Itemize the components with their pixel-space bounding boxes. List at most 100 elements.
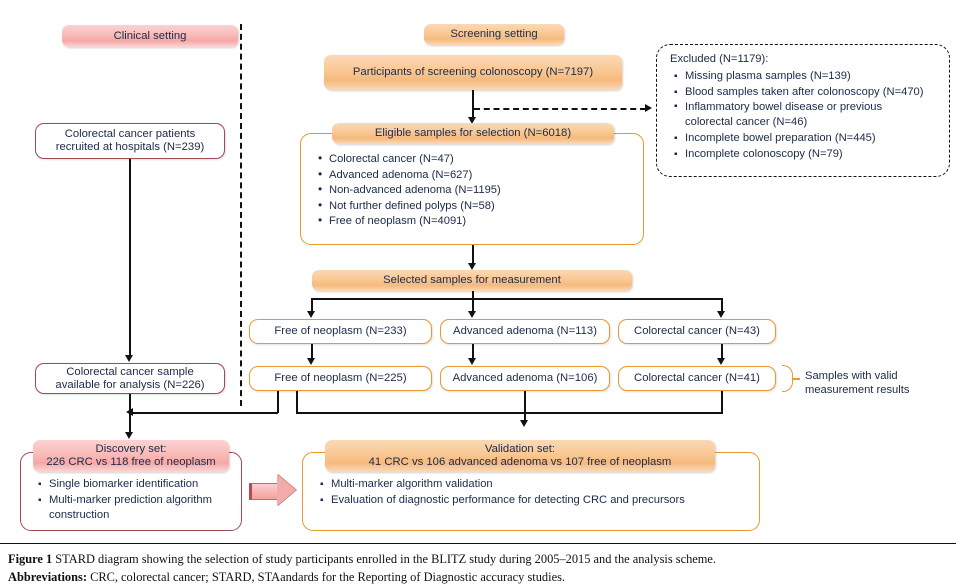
figure-caption: Figure 1 STARD diagram showing the selec… xyxy=(8,551,948,586)
list-item: Colorectal cancer (N=47) xyxy=(316,151,636,168)
connector-drop-mid xyxy=(472,298,474,312)
clinical-setting-label: Clinical setting xyxy=(113,29,187,42)
arrowhead-row2-mid xyxy=(468,358,476,365)
discovery-header-line1: Discovery set: xyxy=(95,443,167,455)
selected-free-of-neoplasm-label: Free of neoplasm (N=233) xyxy=(274,325,407,337)
valid-advanced-adenoma-box: Advanced adenoma (N=106) xyxy=(440,366,610,391)
eligible-header: Eligible samples for selection (N=6018) xyxy=(332,123,614,144)
valid-samples-brace-tick xyxy=(792,378,800,380)
connector-row1-row2-mid xyxy=(472,344,474,359)
selected-samples-header: Selected samples for measurement xyxy=(312,270,632,291)
clinical-available-box: Colorectal cancer sample available for a… xyxy=(35,363,225,394)
selected-advanced-adenoma-box: Advanced adenoma (N=113) xyxy=(440,319,610,344)
eligible-item-1: Advanced adenoma (N=627) xyxy=(329,168,473,181)
connector-row1-row2-left xyxy=(311,344,313,359)
list-item: Missing plasma samples (N=139) xyxy=(672,69,940,85)
eligible-list: Colorectal cancer (N=47) Advanced adenom… xyxy=(316,151,636,230)
excluded-item-0: Missing plasma samples (N=139) xyxy=(685,70,851,82)
connector-eligible-selected xyxy=(472,245,474,265)
connector-validation-bus xyxy=(296,412,723,414)
arrowhead-row2-right xyxy=(717,358,725,365)
connector-excluded xyxy=(474,108,646,110)
caption-abbrev-text: CRC, colorectal cancer; STARD, STAandard… xyxy=(90,569,565,584)
eligible-item-3: Not further defined polyps (N=58) xyxy=(329,199,495,212)
validation-header-line1: Validation set: xyxy=(484,443,556,455)
caption-abbrev-label: Abbreviations: xyxy=(8,569,87,584)
screening-setting-header: Screening setting xyxy=(424,24,564,45)
caption-line-abbrev: Abbreviations: CRC, colorectal cancer; S… xyxy=(8,569,948,587)
arrowhead-drop-right xyxy=(717,311,725,318)
clinical-setting-header: Clinical setting xyxy=(62,25,238,47)
connector-clinical-to-discovery xyxy=(129,394,131,433)
excluded-item-4: Incomplete colonoscopy (N=79) xyxy=(685,147,843,160)
list-item: Not further defined polyps (N=58) xyxy=(316,198,636,215)
excluded-title: Excluded (N=1179): xyxy=(670,53,769,65)
caption-line-figure: Figure 1 STARD diagram showing the selec… xyxy=(8,551,948,569)
screening-setting-label: Screening setting xyxy=(450,28,538,40)
valid-free-of-neoplasm-label: Free of neoplasm (N=225) xyxy=(274,372,407,384)
connector-valid-fon-right-down xyxy=(296,391,298,413)
discovery-item-0: Single biomarker identification xyxy=(49,478,199,490)
list-item: Incomplete colonoscopy (N=79) xyxy=(672,147,940,163)
arrowhead-clinical-to-discovery xyxy=(125,432,133,439)
valid-samples-brace-label: Samples with valid measurement results xyxy=(805,369,945,397)
arrowhead-drop-left xyxy=(307,311,315,318)
arrowhead-validation-in xyxy=(520,420,528,427)
discovery-to-validation-arrow xyxy=(249,474,299,507)
brace-label-line2: measurement results xyxy=(805,384,910,396)
validation-list: Multi-marker algorithm validation Evalua… xyxy=(318,477,758,508)
excluded-item-3: Incomplete bowel preparation (N=445) xyxy=(685,132,876,144)
connector-selected-trunk xyxy=(472,291,474,299)
caption-figure-text: STARD diagram showing the selection of s… xyxy=(55,552,717,566)
list-item: Evaluation of diagnostic performance for… xyxy=(318,493,758,509)
validation-header: Validation set: 41 CRC vs 106 advanced a… xyxy=(325,440,715,472)
pink-arrow-shaft xyxy=(249,483,282,500)
discovery-list: Single biomarker identification Multi-ma… xyxy=(36,477,242,523)
list-item: Multi-marker algorithm validation xyxy=(318,477,758,493)
validation-item-0: Multi-marker algorithm validation xyxy=(331,478,493,490)
list-item: Blood samples taken after colonoscopy (N… xyxy=(672,85,940,101)
selected-colorectal-cancer-label: Colorectal cancer (N=43) xyxy=(634,325,760,337)
connector-selected-bus xyxy=(311,298,722,300)
list-item: Multi-marker prediction algorithm constr… xyxy=(36,493,245,523)
participants-box: Participants of screening colonoscopy (N… xyxy=(324,55,622,90)
arrowhead-eligible-selected xyxy=(468,263,476,270)
arrowhead-clinical-down xyxy=(125,355,133,362)
pink-arrow-head xyxy=(277,474,296,506)
discovery-header-line2: 226 CRC vs 118 free of neoplasm xyxy=(46,456,216,468)
arrowhead-drop-mid xyxy=(468,311,476,318)
connector-valid-aa-down xyxy=(524,391,526,421)
connector-valid-left-down xyxy=(277,391,279,413)
valid-advanced-adenoma-label: Advanced adenoma (N=106) xyxy=(452,372,598,384)
list-item: Incomplete bowel preparation (N=445) xyxy=(672,131,940,147)
connector-drop-right xyxy=(721,298,723,312)
caption-rule xyxy=(0,543,956,545)
eligible-item-4: Free of neoplasm (N=4091) xyxy=(329,215,467,227)
excluded-item-1: Blood samples taken after colonoscopy (N… xyxy=(685,85,924,98)
connector-row1-row2-right xyxy=(721,344,723,359)
list-item: Advanced adenoma (N=627) xyxy=(316,167,636,184)
discovery-item-1: Multi-marker prediction algorithm constr… xyxy=(49,493,212,521)
valid-free-of-neoplasm-box: Free of neoplasm (N=225) xyxy=(249,366,432,391)
list-item: Non-advanced adenoma (N=1195) xyxy=(316,182,636,199)
clinical-available-label: Colorectal cancer sample available for a… xyxy=(55,365,205,391)
excluded-list: Missing plasma samples (N=139) Blood sam… xyxy=(672,69,940,162)
caption-figure-label: Figure 1 xyxy=(8,552,53,566)
connector-clinical-down xyxy=(129,159,131,356)
valid-colorectal-cancer-label: Colorectal cancer (N=41) xyxy=(634,372,760,384)
list-item: Inflammatory bowel disease or previous c… xyxy=(672,100,907,129)
eligible-item-0: Colorectal cancer (N=47) xyxy=(329,153,454,165)
excluded-box: Excluded (N=1179): Missing plasma sample… xyxy=(656,44,950,177)
validation-header-line2: 41 CRC vs 106 advanced adenoma vs 107 fr… xyxy=(368,456,672,468)
excluded-item-2: Inflammatory bowel disease or previous c… xyxy=(685,101,883,128)
valid-colorectal-cancer-box: Colorectal cancer (N=41) xyxy=(618,366,776,391)
clinical-recruited-box: Colorectal cancer patients recruited at … xyxy=(35,123,225,159)
brace-label-line1: Samples with valid xyxy=(805,370,898,382)
eligible-item-2: Non-advanced adenoma (N=1195) xyxy=(329,184,501,196)
list-item: Free of neoplasm (N=4091) xyxy=(316,213,636,230)
connector-participants-eligible xyxy=(472,90,474,118)
selected-advanced-adenoma-label: Advanced adenoma (N=113) xyxy=(453,325,597,337)
connector-drop-left xyxy=(311,298,313,312)
selected-samples-label: Selected samples for measurement xyxy=(383,274,561,286)
